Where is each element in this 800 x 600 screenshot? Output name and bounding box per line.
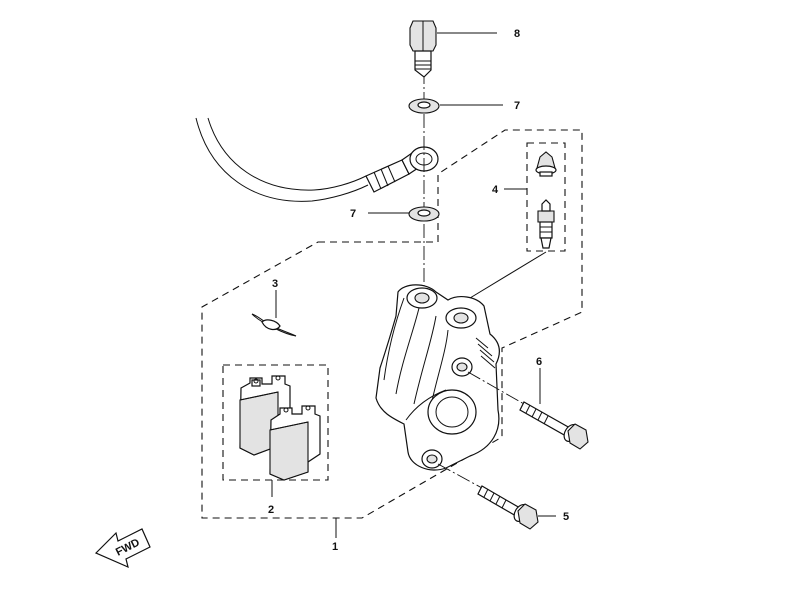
assembly-boundary-1 <box>201 129 583 519</box>
callout-3: 3 <box>272 278 278 290</box>
callout-4: 4 <box>492 184 499 196</box>
bleed-kit-boundary-4 <box>526 142 566 252</box>
pad-pin-clip-3 <box>251 313 297 337</box>
callout-6: 6 <box>536 356 542 368</box>
copper-washer-upper-7 <box>408 98 440 114</box>
callout-2: 2 <box>268 504 274 516</box>
callout-8: 8 <box>514 28 520 40</box>
bleed-screw-kit-4 <box>535 151 557 249</box>
centerline-bolt-lower <box>437 463 483 489</box>
union-bolt-8 <box>409 20 437 78</box>
caliper-bolt-upper-6 <box>519 401 589 450</box>
callout-5: 5 <box>563 511 569 523</box>
callout-7-upper: 7 <box>514 100 520 112</box>
centerline-bolt-upper <box>467 371 525 405</box>
fwd-direction-arrow: FWD <box>94 528 151 569</box>
caliper-body <box>375 284 500 471</box>
callout-7-lower: 7 <box>350 208 356 220</box>
brake-hose <box>195 117 439 202</box>
brake-pad-front <box>269 405 321 481</box>
caliper-bolt-lower-5 <box>477 485 539 530</box>
callout-1: 1 <box>332 541 338 553</box>
copper-washer-lower-7 <box>408 206 440 222</box>
bleed-leader <box>469 251 547 299</box>
pad-kit-boundary-2 <box>222 364 329 481</box>
